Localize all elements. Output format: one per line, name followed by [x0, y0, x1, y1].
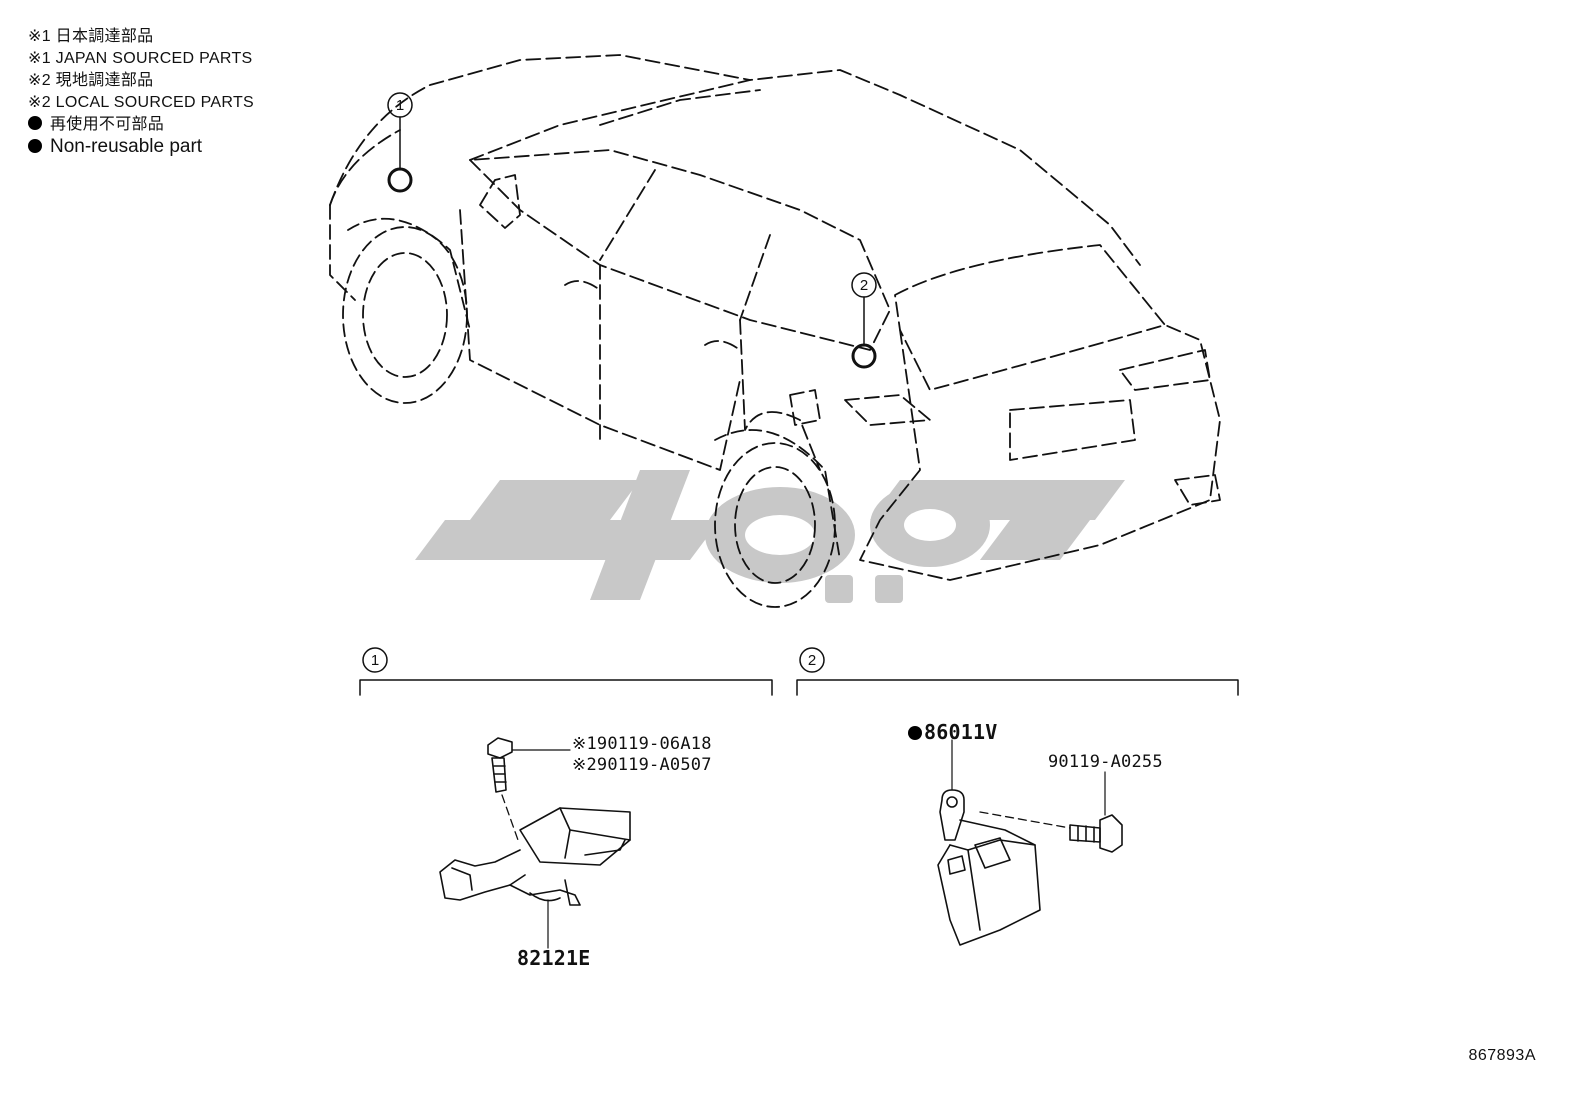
tail-light-right: [1119, 349, 1211, 391]
legend-line-2: ※1 JAPAN SOURCED PARTS: [28, 50, 253, 67]
diagram-reference-number: 867893A: [1468, 1047, 1536, 1064]
rear-door: [739, 319, 821, 471]
a-pillar: [599, 169, 656, 261]
roof-line: [469, 69, 1141, 266]
legend-line-1: ※1 日本調達部品: [28, 28, 154, 45]
vehicle-outline: [329, 54, 1221, 581]
watermark-logo: [415, 470, 1125, 603]
section-2-number: 2: [808, 652, 816, 669]
callout-2-number: 2: [860, 277, 868, 294]
part-label-82121E: 82121E: [517, 946, 591, 970]
front-bumper: [329, 204, 356, 301]
legend: ※1 日本調達部品 ※1 JAPAN SOURCED PARTS ※2 現地調達…: [28, 26, 254, 158]
side-window-area: [469, 149, 891, 351]
bolt-label-japan: ※190119-06A18: [572, 734, 712, 754]
callout-2: [851, 272, 877, 369]
callout-1-number: 1: [396, 97, 404, 114]
rear-wheel-inner: [734, 466, 816, 584]
front-wheel-inner: [362, 252, 448, 378]
callout-1: [387, 92, 413, 193]
b-pillar: [739, 234, 771, 321]
wheels: [342, 217, 841, 608]
legend-line-3: ※2 現地調達部品: [28, 72, 154, 89]
bolt-part-2: [979, 771, 1123, 853]
legend-line-4: ※2 LOCAL SOURCED PARTS: [28, 94, 254, 111]
bolt-part-1: [487, 737, 571, 841]
section-1-number: 1: [371, 652, 379, 669]
side-mirror: [479, 174, 521, 229]
roof-rail: [599, 89, 761, 126]
rear-wheel-arch: [714, 429, 841, 561]
rear-window: [894, 244, 1166, 391]
tail-light-left: [844, 394, 931, 426]
exhaust: [1174, 474, 1221, 506]
front-hood-line: [329, 54, 751, 206]
door-handle-rear: [704, 340, 741, 351]
legend-line-5: 再使用不可部品: [28, 114, 254, 136]
front-fender-top: [329, 129, 401, 206]
bolt-label-local: ※290119-A0507: [572, 755, 712, 775]
front-wheel-arch: [347, 217, 471, 331]
sensor-part-82121E: [439, 807, 631, 949]
fuel-door: [789, 389, 821, 426]
legend-line-6: Non-reusable part: [28, 136, 254, 158]
section-2-bracket: [796, 647, 1239, 696]
bolt-label-90119-A0255: 90119-A0255: [1048, 752, 1163, 772]
non-reusable-dot-icon: [28, 139, 42, 153]
section-1-bracket: [359, 647, 773, 696]
non-reusable-dot-icon: [28, 116, 42, 130]
tailgate-body: [859, 324, 1221, 581]
part-label-86011V: 86011V: [908, 720, 997, 744]
antenna-part-86011V: [937, 739, 1041, 946]
license-plate-area: [1009, 399, 1136, 461]
door-handle-front: [564, 280, 601, 291]
non-reusable-dot-icon: [908, 726, 922, 740]
